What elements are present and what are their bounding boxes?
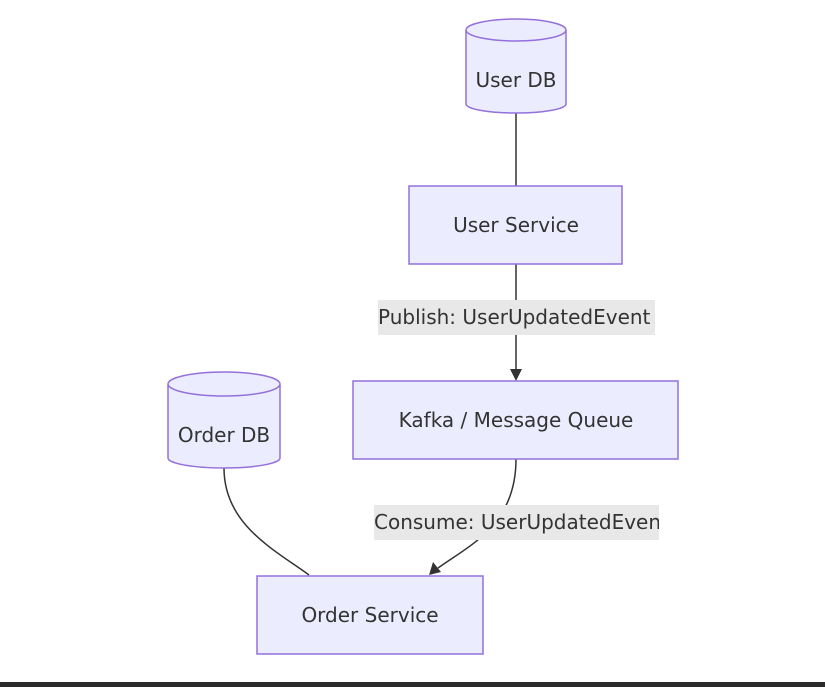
edge-label-consume-text: Consume: UserUpdatedEvent: [374, 510, 669, 534]
user-service-label: User Service: [453, 213, 579, 237]
node-order-db: Order DB: [167, 371, 281, 469]
bottom-edge-bar: [0, 682, 825, 687]
edge-label-consume-bg: [374, 505, 659, 540]
user-db-label: User DB: [475, 68, 556, 92]
edge-label-publish: Publish: UserUpdatedEvent: [378, 300, 655, 335]
user-db-top: [465, 18, 567, 42]
node-user-db: User DB: [465, 18, 567, 114]
edge-arrowhead-order-service: [429, 562, 441, 575]
order-service-label: Order Service: [301, 603, 438, 627]
user-db-body: [465, 30, 567, 114]
order-db-top: [167, 371, 281, 397]
edge-label-publish-text: Publish: UserUpdatedEvent: [378, 305, 651, 329]
edge-arrowhead-kafka: [510, 369, 522, 381]
node-user-service: User Service: [408, 185, 623, 265]
edge-label-consume: Consume: UserUpdatedEvent: [374, 505, 669, 540]
kafka-box: [352, 380, 679, 460]
order-service-box: [256, 575, 484, 655]
kafka-label: Kafka / Message Queue: [399, 408, 634, 432]
edge-order-db-to-order-service: [223, 467, 310, 576]
user-service-box: [408, 185, 623, 265]
node-order-service: Order Service: [256, 575, 484, 655]
order-db-body: [167, 384, 281, 469]
node-kafka: Kafka / Message Queue: [352, 380, 679, 460]
order-db-label: Order DB: [178, 423, 270, 447]
edge-label-publish-bg: [378, 300, 655, 335]
